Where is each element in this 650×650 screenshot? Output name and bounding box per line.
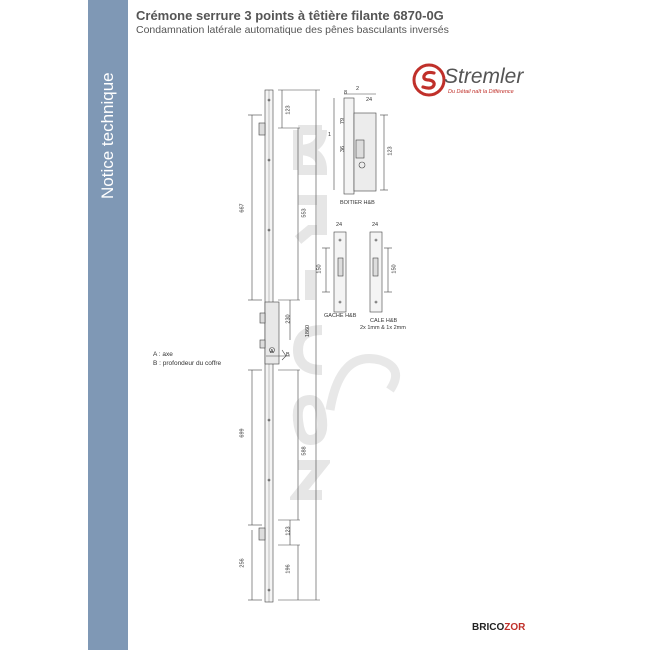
dim-230: 230 — [285, 314, 292, 324]
bricozor-logo: BRICOZOR — [472, 622, 552, 638]
brand-name: Stremler — [444, 65, 524, 88]
bricozor-logo-accent: ZOR — [504, 622, 526, 633]
boitier-dim-36: 36 — [340, 145, 347, 153]
page-title: Crémone serrure 3 points à têtière filan… — [136, 8, 444, 23]
watermark-swirl — [325, 354, 401, 411]
boitier-dim-8: 8 — [344, 90, 348, 96]
boitier-label: BOITIER H&B — [340, 200, 375, 206]
page-subtitle: Condamnation latérale automatique des pê… — [136, 24, 449, 36]
gache-dim-24: 24 — [336, 222, 343, 228]
dim-699: 699 — [239, 428, 246, 438]
dim-123-bottom: 123 — [285, 526, 292, 536]
boitier-dim-24: 24 — [366, 97, 373, 103]
legend: A : axe B : profondeur du coffre — [153, 350, 221, 368]
brand-tagline: Du Détail naît la Différence — [448, 89, 514, 95]
cale-note: 2x 1mm & 1x 2mm — [360, 325, 406, 331]
dim-1860: 1860 — [305, 324, 312, 338]
boitier-dim-2: 2 — [356, 86, 360, 92]
dim-553: 553 — [301, 208, 308, 218]
cale-dim-150: 150 — [391, 264, 398, 274]
dim-a: A — [270, 349, 274, 355]
gache-label: GACHE H&B — [324, 313, 357, 319]
dim-b: B — [286, 352, 290, 358]
dim-196: 196 — [285, 564, 292, 574]
boitier-dim-79: 79 — [340, 117, 347, 125]
legend-profondeur: B : profondeur du coffre — [153, 360, 222, 367]
sidebar-band: Notice technique — [88, 0, 128, 650]
boitier-case — [353, 112, 377, 192]
dim-123-top: 123 — [285, 105, 292, 115]
dim-588: 588 — [301, 446, 308, 456]
dim-667: 667 — [239, 203, 246, 213]
legend-axe: A : axe — [153, 351, 173, 358]
gache-dim-150: 150 — [316, 264, 323, 274]
stremler-logo: Stremler Du Détail naît la Différence — [412, 63, 552, 103]
boitier-dim-1: 1 — [328, 132, 332, 138]
bricozor-logo-main: BRICO — [472, 622, 505, 633]
bottom-bolt — [258, 527, 266, 541]
cale-dim-24: 24 — [372, 222, 379, 228]
central-lock-case — [264, 301, 280, 365]
boitier-dim-123: 123 — [387, 146, 394, 156]
stremler-logo-icon — [412, 63, 446, 97]
dim-256: 256 — [239, 558, 246, 568]
top-bolt — [258, 122, 266, 136]
cale-label: CALE H&B — [370, 318, 398, 324]
